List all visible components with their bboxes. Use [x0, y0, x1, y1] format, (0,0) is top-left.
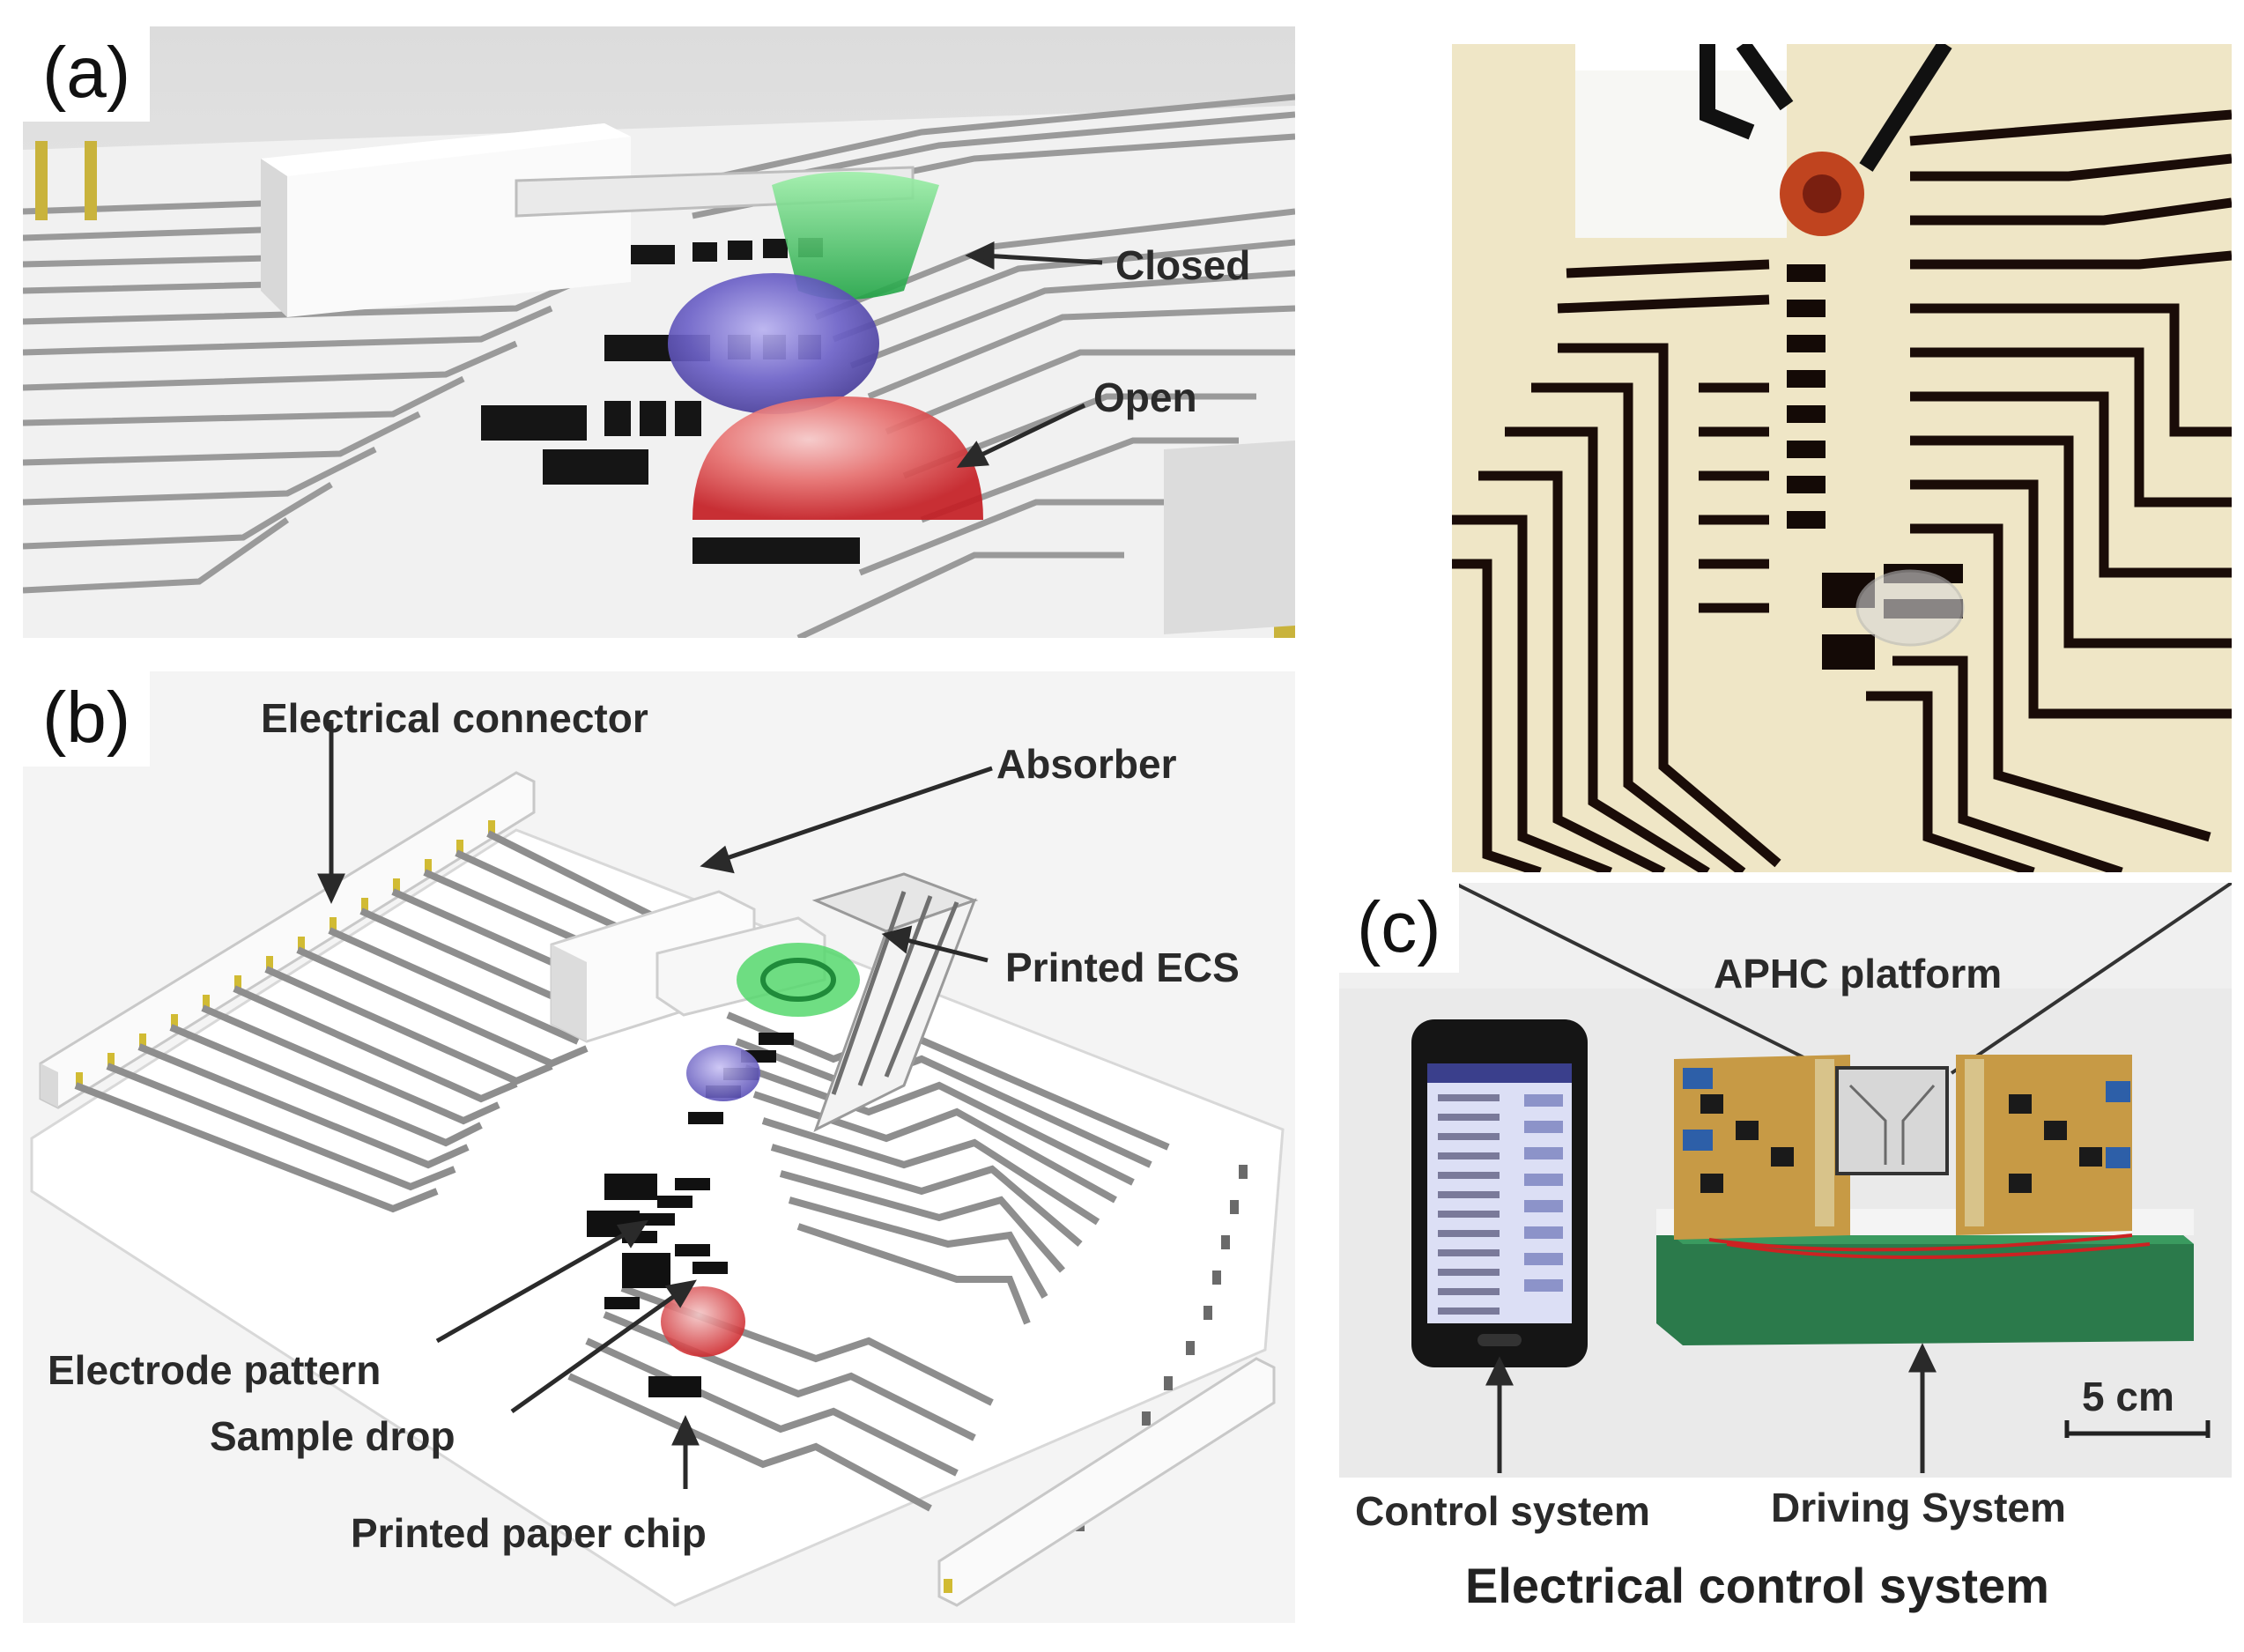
printed-ecs-label: Printed ECS — [1005, 945, 1240, 990]
scale-bar-label: 5 cm — [2082, 1374, 2174, 1419]
panel-c-label: (c) — [1339, 883, 1459, 973]
chip-photo-illustration — [1452, 44, 2232, 872]
closed-label: Closed — [1115, 242, 1251, 288]
panel-a-render: (a) Closed Open — [23, 26, 1295, 638]
open-label: Open — [1093, 374, 1197, 420]
printed-paper-chip-label: Printed paper chip — [351, 1510, 707, 1556]
electrode-pattern-label: Electrode pattern — [48, 1347, 381, 1393]
sample-drop-label: Sample drop — [210, 1413, 455, 1459]
panel-b-render: (b) Electrical connector Absorber Printe… — [23, 671, 1295, 1623]
driving-system-label: Driving System — [1771, 1485, 2066, 1530]
pcb-board-icon — [1674, 1055, 2132, 1240]
absorber-label: Absorber — [996, 741, 1177, 787]
aphc-platform-label: APHC platform — [1714, 951, 2003, 996]
panel-c-photo: (c) APHC platform 5 cm — [1339, 883, 2232, 1478]
panel-b-illustration — [23, 671, 1295, 1623]
control-system-label: Control system — [1355, 1488, 1650, 1534]
panel-a-illustration — [23, 26, 1295, 638]
electrical-connector-label: Electrical connector — [261, 695, 648, 741]
panel-b-label: (b) — [23, 671, 151, 767]
electrical-control-system-label: Electrical control system — [1465, 1558, 2049, 1613]
panel-a-label: (a) — [23, 26, 151, 122]
chip-photo — [1452, 44, 2232, 872]
phone-icon — [1411, 1019, 1588, 1367]
